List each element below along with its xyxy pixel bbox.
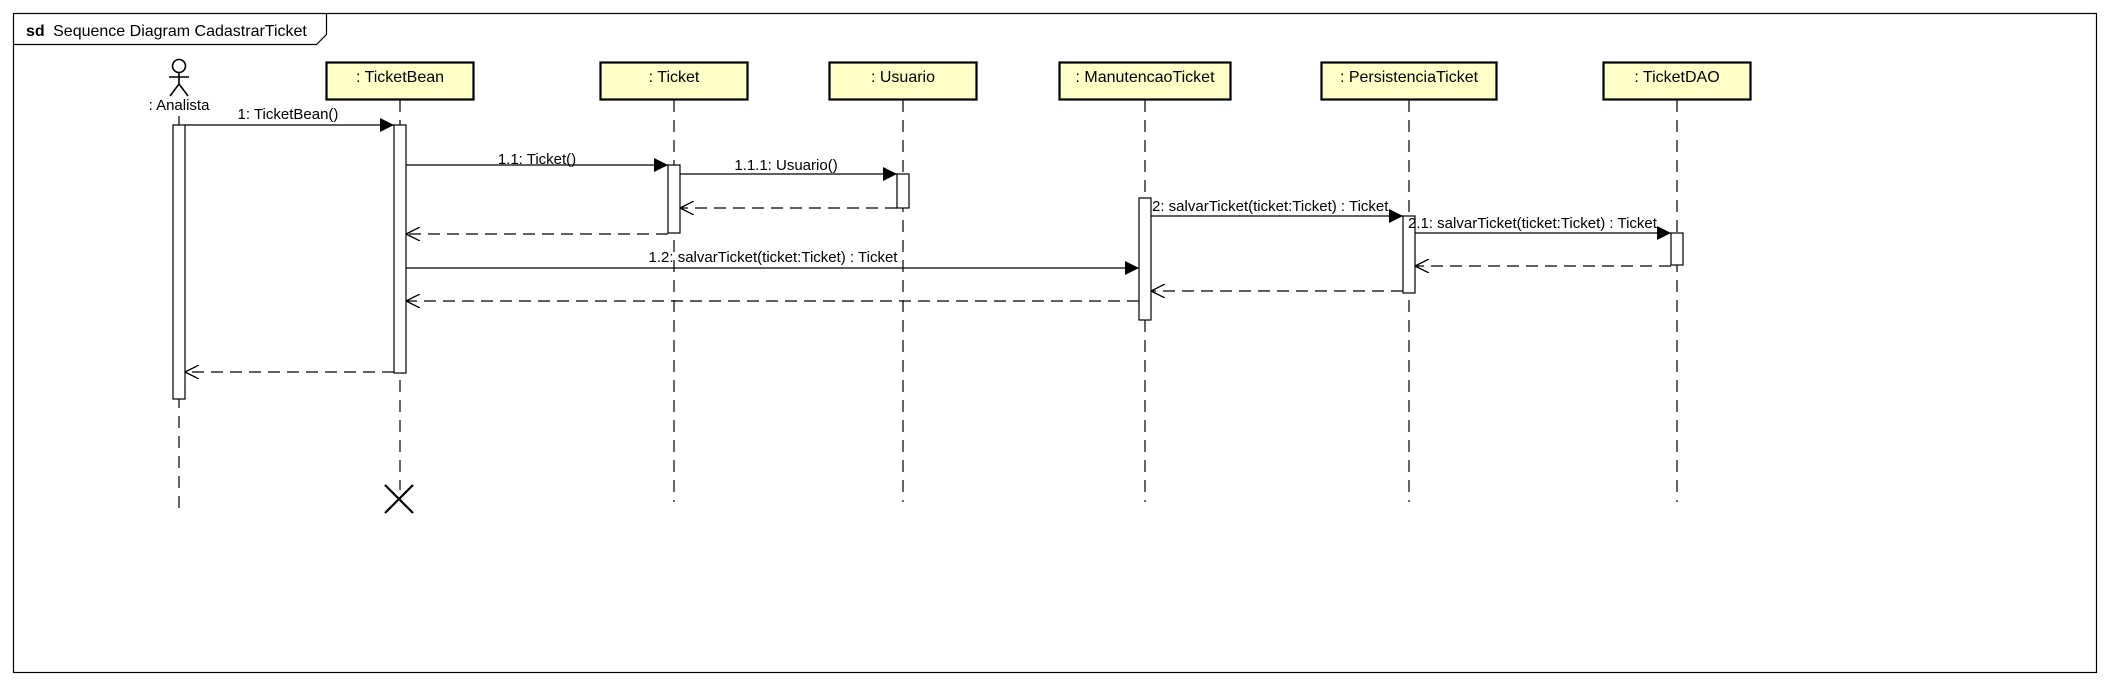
- object-ticket[interactable]: : Ticket: [599, 61, 749, 101]
- message-2-1[interactable]: 2.1: salvarTicket(ticket:Ticket) : Ticke…: [1408, 215, 1671, 240]
- activation-ticketbean: [393, 124, 407, 374]
- object-name: : TicketBean: [356, 69, 444, 86]
- message-label: 1.1.1: Usuario(): [734, 157, 837, 174]
- actor-analista[interactable]: : Analista: [149, 58, 211, 115]
- actor-name: : Analista: [149, 97, 211, 114]
- message-label: 1: TicketBean(): [238, 106, 339, 123]
- object-name: : PersistenciaTicket: [1340, 69, 1479, 86]
- object-persistencia-ticket[interactable]: : PersistenciaTicket: [1320, 61, 1498, 101]
- message-1-1-1[interactable]: 1.1.1: Usuario(): [680, 157, 897, 181]
- object-manutencao-ticket[interactable]: : ManutencaoTicket: [1058, 61, 1232, 101]
- message-1-1[interactable]: 1.1: Ticket(): [406, 151, 668, 172]
- object-name: : TicketDAO: [1634, 69, 1719, 86]
- frame-title: sd Sequence Diagram CadastrarTicket: [26, 23, 307, 40]
- message-label: 1.2: salvarTicket(ticket:Ticket) : Ticke…: [649, 249, 899, 266]
- frame-title-text: Sequence Diagram CadastrarTicket: [53, 23, 307, 40]
- message-label: 2.1: salvarTicket(ticket:Ticket) : Ticke…: [1408, 215, 1658, 232]
- message-1-2[interactable]: 1.2: salvarTicket(ticket:Ticket) : Ticke…: [406, 249, 1139, 275]
- diagram-frame: sd Sequence Diagram CadastrarTicket: [12, 12, 2098, 674]
- object-ticketbean[interactable]: : TicketBean: [325, 61, 475, 101]
- message-1[interactable]: 1: TicketBean(): [185, 106, 394, 132]
- activation-persistencia-ticket: [1402, 215, 1416, 294]
- frame-title-tab: [13, 13, 328, 46]
- object-name: : ManutencaoTicket: [1075, 69, 1215, 86]
- message-2[interactable]: 2: salvarTicket(ticket:Ticket) : Ticket: [1151, 198, 1403, 223]
- stick-figure-icon: [169, 58, 189, 97]
- message-label: 1.1: Ticket(): [498, 151, 576, 168]
- object-ticket-dao[interactable]: : TicketDAO: [1602, 61, 1752, 101]
- message-label: 2: salvarTicket(ticket:Ticket) : Ticket: [1152, 198, 1389, 215]
- activation-manutencao-ticket: [1138, 197, 1152, 321]
- activation-ticket: [667, 164, 681, 234]
- activation-analista: [172, 124, 186, 400]
- object-name: : Usuario: [871, 69, 935, 86]
- activation-usuario: [896, 173, 910, 209]
- object-usuario[interactable]: : Usuario: [828, 61, 978, 101]
- frame-keyword: sd: [26, 23, 45, 40]
- object-name: : Ticket: [649, 69, 700, 86]
- destroy-x-icon: [384, 484, 414, 514]
- activation-ticket-dao: [1670, 232, 1684, 266]
